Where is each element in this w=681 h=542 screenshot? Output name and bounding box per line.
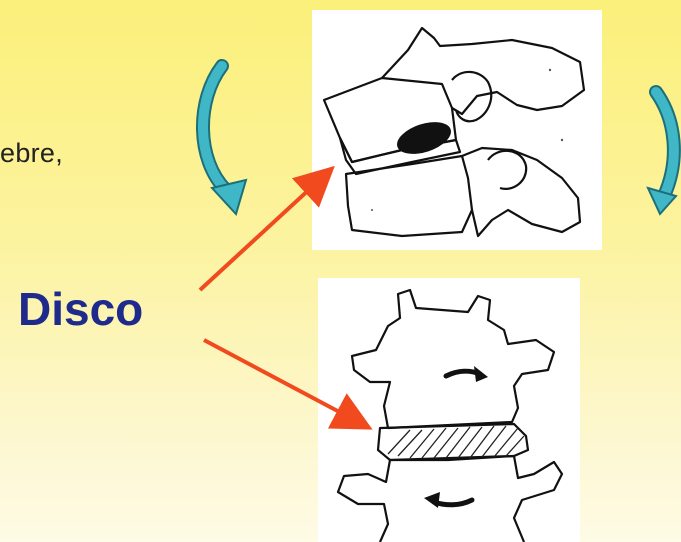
herniation-spot bbox=[393, 116, 455, 160]
disc-band bbox=[378, 424, 528, 460]
red-arrow-to-lateral bbox=[200, 174, 326, 290]
curved-arrow-down-left-icon bbox=[203, 66, 246, 214]
lateral-vertebrae-illustration bbox=[312, 10, 602, 250]
lower-vertebra bbox=[338, 456, 562, 542]
disco-label: Disco bbox=[18, 282, 143, 336]
upper-vertebra bbox=[352, 290, 554, 428]
upper-posterior-elements bbox=[382, 28, 584, 114]
lower-rotation-arrow bbox=[434, 500, 472, 505]
partial-body-text: ebre, bbox=[0, 138, 63, 169]
lower-vertebra-body bbox=[346, 156, 472, 236]
posterior-vertebrae-illustration bbox=[318, 278, 580, 542]
curved-arrow-down-right-icon bbox=[648, 92, 676, 214]
